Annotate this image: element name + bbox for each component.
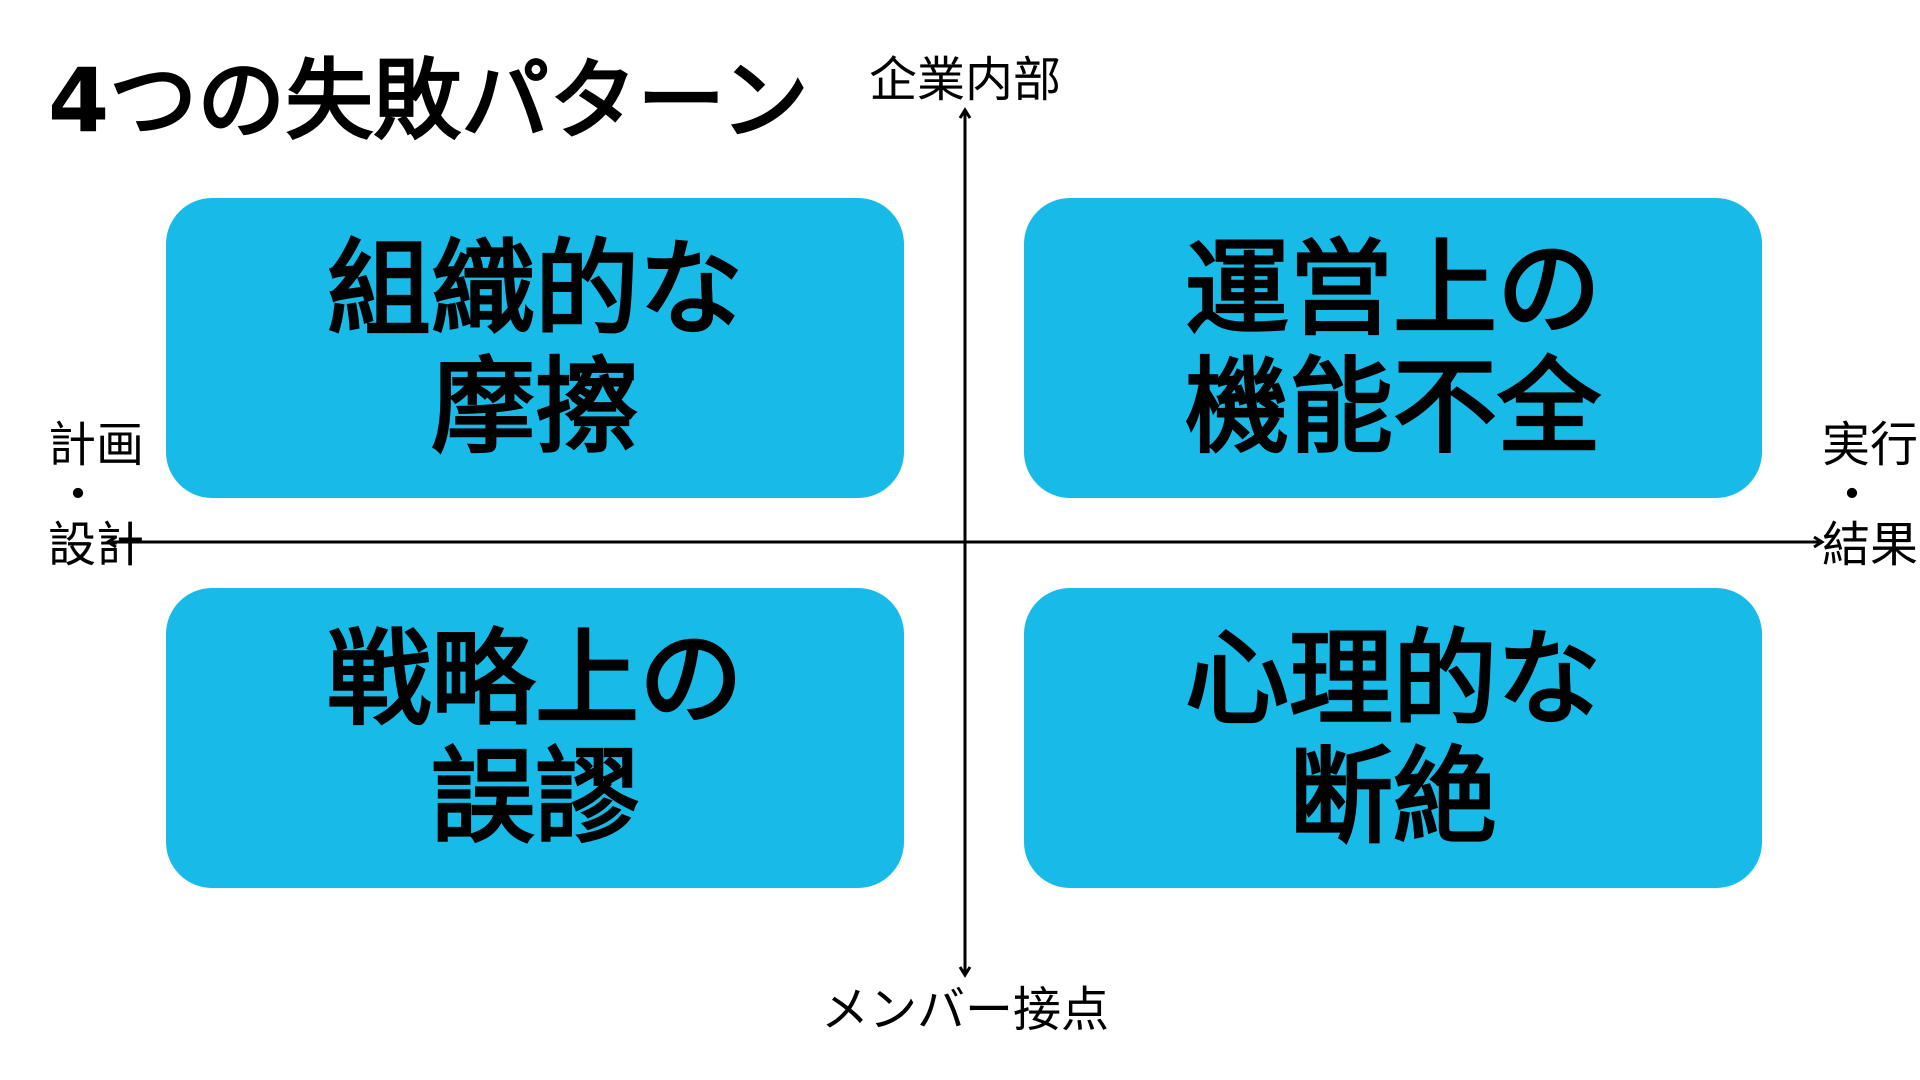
quadrant-label: 運営上の 機能不全 <box>1184 228 1601 468</box>
quadrant-strategic-error: 戦略上の 誤謬 <box>166 588 904 888</box>
quadrant-label: 組織的な 摩擦 <box>326 228 743 468</box>
quadrant-organizational-friction: 組織的な 摩擦 <box>166 198 904 498</box>
page-title: 4つの失敗パターン <box>48 49 809 152</box>
quadrant-operational-dysfunction: 運営上の 機能不全 <box>1024 198 1762 498</box>
axis-label-planning-design: 計画 ・ 設計 <box>48 417 145 573</box>
quadrant-psychological-disconnect: 心理的な 断絶 <box>1024 588 1762 888</box>
axis-label-internal: 企業内部 <box>868 52 1062 108</box>
axis-label-member-touchpoint: メンバー接点 <box>820 982 1110 1038</box>
quadrant-label: 心理的な 断絶 <box>1184 618 1601 858</box>
quadrant-label: 戦略上の 誤謬 <box>326 618 743 858</box>
axis-label-execution-results: 実行 ・ 結果 <box>1822 417 1919 573</box>
